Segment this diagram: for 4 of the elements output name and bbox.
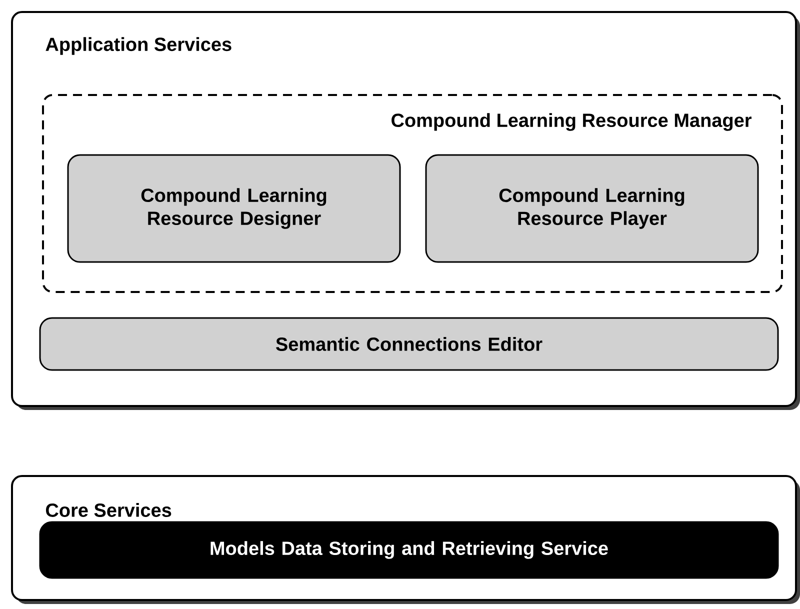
service-bar: Models Data Storing and Retrieving Service	[39, 521, 779, 579]
component-box: Compound Learning Resource Designer	[67, 154, 401, 263]
component-box: Compound Learning Resource Player	[425, 154, 759, 263]
component-box: Semantic Connections Editor	[39, 317, 779, 371]
